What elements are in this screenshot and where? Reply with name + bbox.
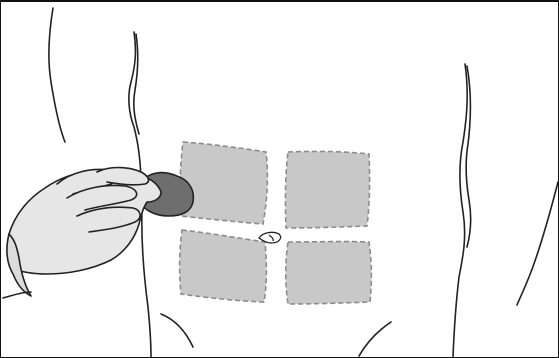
- right-arm-outline: [517, 182, 558, 305]
- patch-group: [180, 142, 372, 304]
- right-waist-curve: [359, 322, 391, 356]
- patch-icon: [286, 242, 372, 304]
- left-waist-curve: [161, 314, 193, 347]
- patch-icon: [180, 142, 267, 224]
- left-arm-outline: [49, 8, 65, 142]
- right-flank-outer: [453, 64, 467, 357]
- patch-icon: [180, 230, 267, 302]
- patch-icon: [285, 151, 369, 228]
- wrist-line: [3, 292, 31, 298]
- gloved-hand-icon: [3, 168, 161, 299]
- left-hip-outline: [142, 207, 151, 357]
